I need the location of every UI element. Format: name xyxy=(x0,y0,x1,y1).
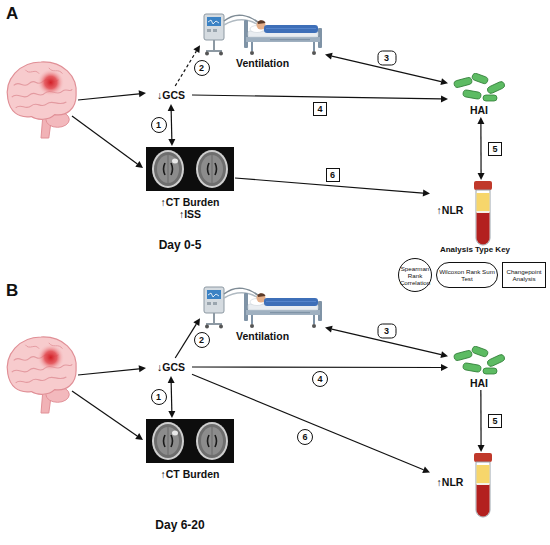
callout-number: 6 xyxy=(297,429,313,445)
time-window: Day 6-20 xyxy=(140,518,220,532)
node-label: ↑NLR xyxy=(430,204,470,216)
arrow-head xyxy=(193,318,200,326)
node-label: ↓GCS xyxy=(150,89,192,101)
arrow-head xyxy=(477,117,484,124)
hai-node: HAI xyxy=(448,345,510,390)
connector-line xyxy=(480,124,481,173)
connector-line xyxy=(192,95,441,99)
arrow-head xyxy=(422,466,430,472)
callout-number: 6 xyxy=(326,168,340,182)
node-label: ↑NLR xyxy=(430,476,470,488)
arrow-head xyxy=(325,326,333,333)
node-label: ↑CT Burden xyxy=(155,468,225,480)
callout-number: 1 xyxy=(151,389,167,405)
connector xyxy=(192,364,448,371)
ct-node: ↑CT Burden xyxy=(145,418,235,484)
legend-shape: Wilcoxon Rank Sum Test xyxy=(436,262,498,288)
legend-shape: Spearman Rank Correlation xyxy=(398,258,432,292)
gcs-node: ↓GCS xyxy=(150,358,192,376)
callout-number: 2 xyxy=(194,332,210,348)
nlr-node: ↑NLR xyxy=(430,452,500,520)
connector xyxy=(168,104,176,146)
connector-line xyxy=(480,390,481,445)
node-label: HAI xyxy=(448,377,510,389)
hai-node: HAI xyxy=(448,72,510,117)
connector-line xyxy=(192,366,441,368)
arrow-head xyxy=(441,364,448,371)
arrow-head xyxy=(478,173,485,180)
arrow-head xyxy=(440,78,448,85)
node-label: ↑CT Burden ↑ISS xyxy=(155,196,225,220)
legend-shape: Changepoint Analysis xyxy=(502,262,546,288)
connector-line xyxy=(192,374,424,470)
callout-number: 3 xyxy=(377,50,396,65)
node-label: Ventilation xyxy=(200,330,325,342)
legend-text: Changepoint Analysis xyxy=(505,268,543,282)
callout-number: 2 xyxy=(194,60,210,76)
connector xyxy=(477,117,484,180)
connector xyxy=(192,374,430,473)
panel-letter: B xyxy=(6,281,30,301)
legend-text: Spearman Rank Correlation xyxy=(400,265,430,286)
ventilation-node: Ventilation xyxy=(200,8,325,70)
connector-line xyxy=(171,383,173,411)
arrow-head xyxy=(168,139,175,146)
ventilation-node: Ventilation xyxy=(200,281,325,343)
nlr-node: ↑NLR xyxy=(430,180,500,248)
legend-text: Wilcoxon Rank Sum Test xyxy=(439,268,495,282)
panel-letter: A xyxy=(6,4,30,24)
arrow-head xyxy=(423,190,430,197)
callout-number: 5 xyxy=(488,414,502,428)
callout-number: 5 xyxy=(488,142,502,156)
arrow-head xyxy=(478,445,485,452)
callout-number: 3 xyxy=(377,323,396,338)
node-label: ↓GCS xyxy=(150,361,192,373)
connector xyxy=(168,376,176,418)
node-label: Ventilation xyxy=(200,57,325,69)
arrow-head xyxy=(168,104,175,111)
connector xyxy=(478,390,485,452)
callout-number: 4 xyxy=(313,102,327,116)
arrow-head xyxy=(441,95,448,102)
arrow-head xyxy=(168,376,175,383)
connector-line xyxy=(171,111,173,139)
callout-number: 4 xyxy=(312,371,328,387)
time-window: Day 0-5 xyxy=(140,238,220,252)
legend-title: Analysis Type Key xyxy=(420,245,530,254)
arrow-head xyxy=(193,45,200,53)
arrow-head xyxy=(168,411,175,418)
callout-number: 1 xyxy=(151,117,167,133)
gcs-node: ↓GCS xyxy=(150,86,192,104)
arrow-head xyxy=(325,53,333,60)
arrow-head xyxy=(440,351,448,358)
node-label: HAI xyxy=(448,104,510,116)
ct-node: ↑CT Burden ↑ISS xyxy=(145,146,235,226)
